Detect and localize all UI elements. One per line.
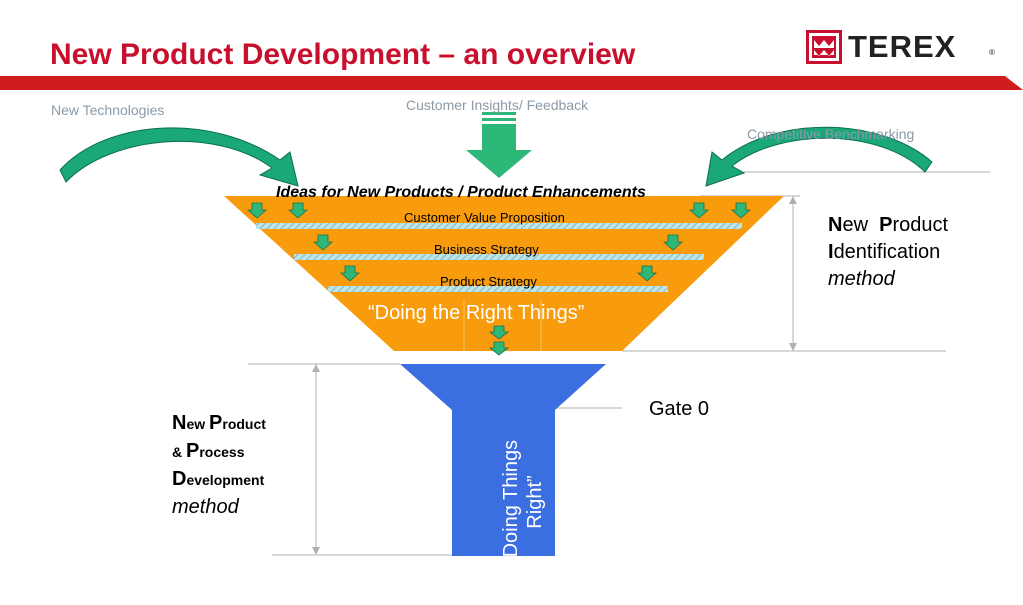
npi-initial-n: N	[828, 214, 843, 236]
orange-funnel	[224, 196, 784, 351]
small-down-arrow	[287, 202, 309, 219]
small-down-arrow	[636, 265, 658, 282]
header-rule	[0, 76, 1023, 90]
npi-method-label: New Product Identification method	[828, 212, 948, 293]
nppd-initial-d: D	[172, 468, 187, 490]
npi-word-roduct: roduct	[892, 214, 949, 236]
terex-logo: TEREX ®	[806, 29, 995, 64]
npi-line-1: New Product	[828, 212, 948, 239]
page-title: New Product Development – an overview	[50, 38, 636, 71]
logo-wordmark: TEREX	[848, 29, 957, 64]
nppd-arrowhead-top	[312, 364, 320, 372]
npi-word-ew: ew	[842, 214, 880, 236]
nppd-line-1: New Product	[172, 410, 266, 438]
nppd-method-word: method	[172, 496, 239, 518]
filter-bar-customer-value	[256, 223, 742, 229]
doing-things-right-line2: Right”	[524, 475, 546, 529]
business-strategy-label: Business Strategy	[434, 242, 539, 257]
competitive-benchmarking-arrow	[705, 126, 933, 187]
npi-initial-p: P	[879, 214, 893, 236]
nppd-initial-p2: P	[186, 440, 200, 462]
nppd-word-roduct: roduct	[222, 416, 266, 432]
customer-insights-arrow	[466, 112, 532, 178]
product-strategy-label: Product Strategy	[440, 274, 537, 289]
npi-line-2: Identification	[828, 239, 948, 266]
blue-funnel-top	[400, 364, 606, 410]
nppd-word-evelopment: evelopment	[186, 472, 265, 488]
customer-insights-label: Customer Insights/ Feedback	[406, 97, 589, 113]
npi-word-dentification: dentification	[833, 241, 941, 263]
ideas-heading: Ideas for New Products / Product Enhance…	[276, 184, 646, 201]
nppd-arrowhead-bottom	[312, 547, 320, 555]
small-down-arrow	[312, 234, 334, 251]
filter-bar-product-strategy	[328, 286, 668, 292]
process-diagram	[0, 76, 1023, 556]
nppd-initial-p: P	[209, 412, 223, 434]
customer-value-label: Customer Value Proposition	[404, 210, 565, 225]
doing-right-things-label: “Doing the Right Things”	[368, 302, 585, 324]
competitive-benchmarking-label: Competitive Benchmarking	[747, 126, 915, 142]
gate-0-label: Gate 0	[649, 398, 710, 420]
header-rule-notch	[1005, 76, 1023, 90]
nppd-initial-n: N	[172, 412, 187, 434]
filter-bar-business-strategy	[294, 254, 704, 260]
doing-things-right-label: “Doing Things Right”	[499, 399, 547, 605]
small-down-arrow	[662, 234, 684, 251]
blue-funnel-stem	[452, 409, 555, 556]
nppd-word-ew: ew	[186, 416, 210, 432]
small-down-arrow	[688, 202, 710, 219]
small-down-arrow	[488, 341, 510, 356]
nppd-line-2: & Process	[172, 438, 266, 466]
small-down-arrow	[488, 325, 510, 340]
small-down-arrows	[246, 202, 752, 356]
nppd-line-3: Development	[172, 466, 266, 494]
nppd-method-label: New Product & Process Development method	[172, 410, 266, 520]
nppd-word-rocess: rocess	[199, 444, 245, 460]
small-down-arrow	[730, 202, 752, 219]
nppd-ampersand: &	[172, 444, 186, 460]
npi-arrowhead-bottom	[789, 343, 797, 351]
doing-things-right-line1: “Doing Things	[500, 439, 522, 565]
logo-registered-mark: ®	[989, 48, 995, 57]
npi-arrowhead-top	[789, 196, 797, 204]
new-technologies-arrow	[59, 127, 299, 187]
npi-initial-i: I	[828, 241, 834, 263]
new-technologies-label: New Technologies	[51, 102, 165, 118]
npi-method-word: method	[828, 268, 895, 290]
small-down-arrow	[246, 202, 268, 219]
terex-logo-mark-icon	[806, 30, 842, 64]
small-down-arrow	[339, 265, 361, 282]
